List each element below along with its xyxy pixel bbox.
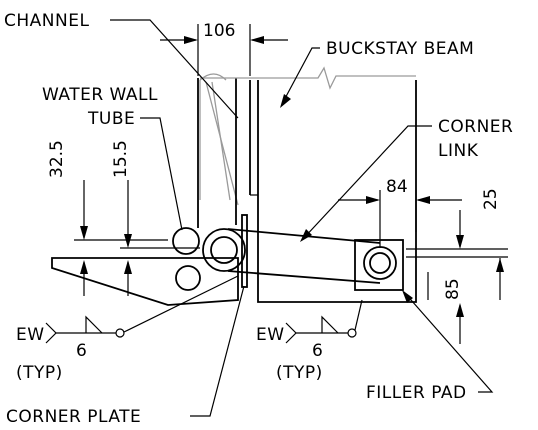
corner-pin-outer (202, 228, 246, 272)
dimension-32-5-text: 32.5 (47, 140, 67, 178)
tube-lower (175, 265, 201, 291)
weld-symbol-right: EW 6 (TYP) (256, 299, 363, 383)
label-corner-plate: CORNER PLATE (6, 407, 141, 427)
filler-pad-box (354, 239, 404, 291)
right-pin-outer (363, 246, 397, 280)
label-channel: CHANNEL (4, 11, 89, 31)
leader-corner-link (301, 125, 432, 241)
dimension-85-text: 85 (443, 278, 463, 300)
dimension-25-text: 25 (481, 188, 501, 210)
label-buckstay-beam: BUCKSTAY BEAM (326, 39, 474, 59)
dimension-106: 106 (160, 21, 288, 76)
reference-lines (74, 239, 508, 258)
leader-water-wall-tube (140, 117, 183, 231)
weld-right-size: 6 (312, 341, 323, 361)
dimension-15-5-text: 15.5 (111, 140, 131, 178)
dimension-15-5: 15.5 (111, 140, 132, 296)
label-water-wall-line1: WATER WALL (42, 85, 158, 105)
weld-left-ew: EW (16, 325, 45, 345)
water-wall-tube (172, 227, 200, 255)
weld-symbol-left: EW 6 (TYP) (16, 275, 239, 383)
weld-right-ew: EW (256, 325, 285, 345)
right-pin-inner (369, 252, 391, 274)
dimension-84: 84 (338, 177, 462, 248)
dimension-85: 85 (427, 258, 504, 344)
bottom-plate (51, 257, 239, 306)
leader-filler-pad (403, 291, 494, 393)
leader-buckstay-beam (281, 47, 320, 105)
corner-plate (241, 214, 248, 288)
leader-corner-plate (190, 285, 245, 417)
dimension-25: 25 (456, 188, 501, 249)
dimension-32-5: 32.5 (47, 140, 88, 296)
weld-right-typ: (TYP) (276, 363, 323, 383)
corner-pin-inner (210, 236, 238, 264)
label-filler-pad: FILLER PAD (366, 383, 467, 403)
weld-left-size: 6 (76, 341, 87, 361)
break-line (200, 66, 416, 90)
label-water-wall-line2: TUBE (87, 109, 135, 129)
label-corner-link-line1: CORNER (438, 117, 513, 137)
water-wall-tube-hidden-lines (199, 73, 239, 206)
label-corner-link-line2: LINK (438, 141, 479, 161)
dimension-84-text: 84 (386, 177, 408, 197)
channel-section (197, 78, 259, 228)
dimension-106-text: 106 (203, 21, 235, 41)
leader-channel (110, 19, 239, 119)
weld-left-typ: (TYP) (16, 363, 63, 383)
